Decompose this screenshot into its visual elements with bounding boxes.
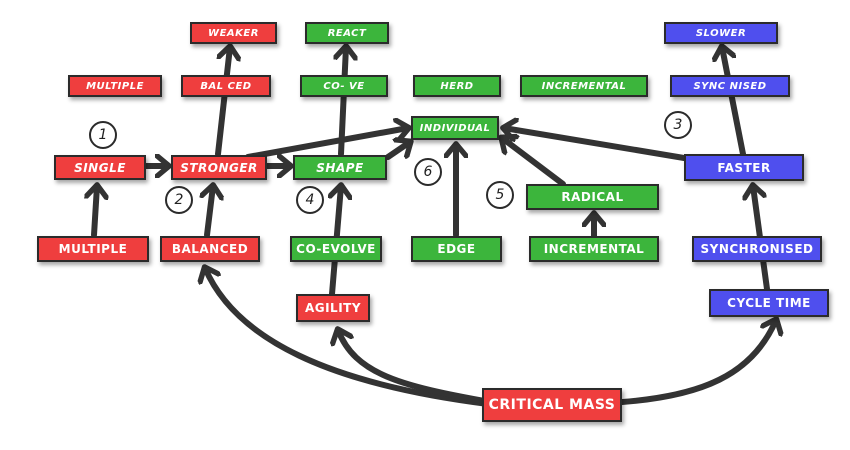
node-multiple-faded: MULTIPLE <box>68 75 162 97</box>
node-balanced: BALANCED <box>160 236 260 262</box>
node-coevolve: CO-EVOLVE <box>290 236 382 262</box>
node-single: SINGLE <box>54 155 146 180</box>
node-balanced-faded: BAL CED <box>181 75 271 97</box>
step-number-4: 4 <box>296 186 324 214</box>
step-number-1: 1 <box>89 121 117 149</box>
arrow-critical-to-balanced <box>205 268 491 407</box>
arrow-faster-to-individual <box>504 128 687 161</box>
node-synchronised-faded: SYNC NISED <box>670 75 790 97</box>
step-number-2: 2 <box>165 186 193 214</box>
arrow-balanced-to-stronger <box>207 186 213 238</box>
node-synchronised: SYNCHRONISED <box>692 236 822 262</box>
step-number-3: 3 <box>664 111 692 139</box>
node-coevolve-faded: CO- VE <box>300 75 388 97</box>
arrow-multiple-to-single <box>94 186 97 238</box>
node-incremental: INCREMENTAL <box>529 236 659 262</box>
arrow-radical-to-individual <box>502 138 566 187</box>
node-slower: SLOWER <box>664 22 778 44</box>
node-faster: FASTER <box>684 154 804 181</box>
node-incremental-faded: INCREMENTAL <box>520 75 648 97</box>
arrow-shape-to-react <box>341 47 346 157</box>
arrow-shape-to-individual <box>385 142 410 160</box>
node-weaker: WEAKER <box>190 22 277 44</box>
arrow-critical-to-agility <box>338 330 493 405</box>
node-edge: EDGE <box>411 236 502 262</box>
node-individual: INDIVIDUAL <box>411 116 499 140</box>
arrow-critical-to-cycle <box>619 320 776 405</box>
node-critical-mass: CRITICAL MASS <box>482 388 622 422</box>
arrow-stronger-to-weaker <box>215 47 230 157</box>
node-cycle-time: CYCLE TIME <box>709 289 829 317</box>
node-react: REACT <box>305 22 389 44</box>
node-multiple: MULTIPLE <box>37 236 149 262</box>
node-shape: SHAPE <box>293 155 387 180</box>
node-agility: AGILITY <box>296 294 370 322</box>
arrow-stronger-to-individual <box>245 128 408 160</box>
node-stronger: STRONGER <box>171 155 267 180</box>
step-number-5: 5 <box>486 181 514 209</box>
node-radical: RADICAL <box>526 184 659 210</box>
arrow-faster-to-slower <box>722 47 746 157</box>
step-number-6: 6 <box>414 158 442 186</box>
node-herd: HERD <box>413 75 501 97</box>
